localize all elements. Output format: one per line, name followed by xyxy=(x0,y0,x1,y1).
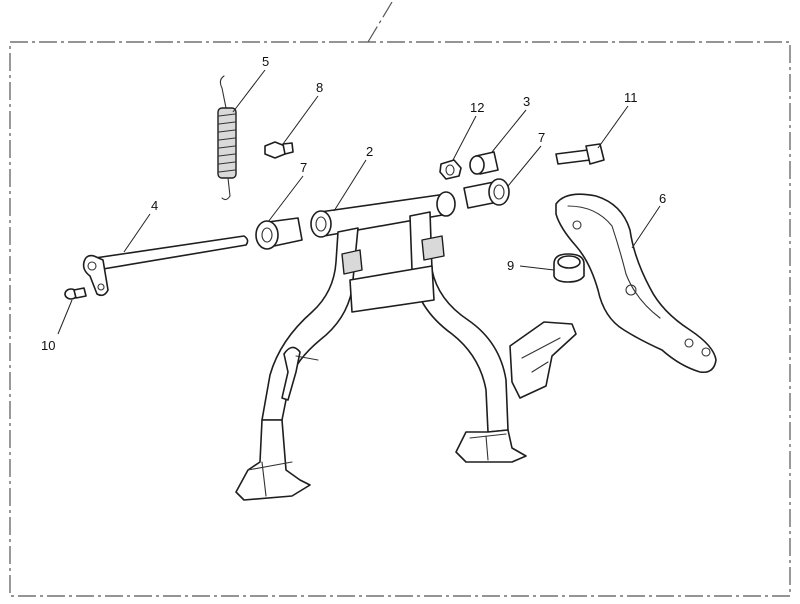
centre-stand-frame-part xyxy=(235,191,577,501)
callout-7-right: 7 xyxy=(538,130,545,145)
nut-part xyxy=(264,141,294,159)
callout-3: 3 xyxy=(523,94,530,109)
callout-9: 9 xyxy=(507,258,514,273)
return-spring-part xyxy=(217,75,237,201)
collar-part xyxy=(439,159,462,180)
bushing-left-part xyxy=(255,217,303,250)
callout-4: 4 xyxy=(151,198,158,213)
spacer-part xyxy=(469,151,499,175)
small-bolt-part xyxy=(64,287,87,300)
bolt-part xyxy=(555,143,605,165)
rubber-stop-part xyxy=(553,253,585,283)
dash-dot-frame xyxy=(9,1,791,597)
callout-11: 11 xyxy=(624,90,638,105)
callout-labels: 2 3 4 5 6 7 7 8 9 10 11 12 xyxy=(41,54,666,353)
callout-10: 10 xyxy=(41,338,55,353)
leader-lines xyxy=(57,69,661,335)
callout-5: 5 xyxy=(262,54,269,69)
pivot-shaft-part xyxy=(82,235,249,297)
callout-2: 2 xyxy=(366,144,373,159)
callout-7-left: 7 xyxy=(300,160,307,175)
mounting-bracket-part xyxy=(555,193,717,374)
callout-8: 8 xyxy=(316,80,323,95)
bushing-right-part xyxy=(463,178,510,209)
callout-6: 6 xyxy=(659,191,666,206)
callout-12: 12 xyxy=(470,100,484,115)
